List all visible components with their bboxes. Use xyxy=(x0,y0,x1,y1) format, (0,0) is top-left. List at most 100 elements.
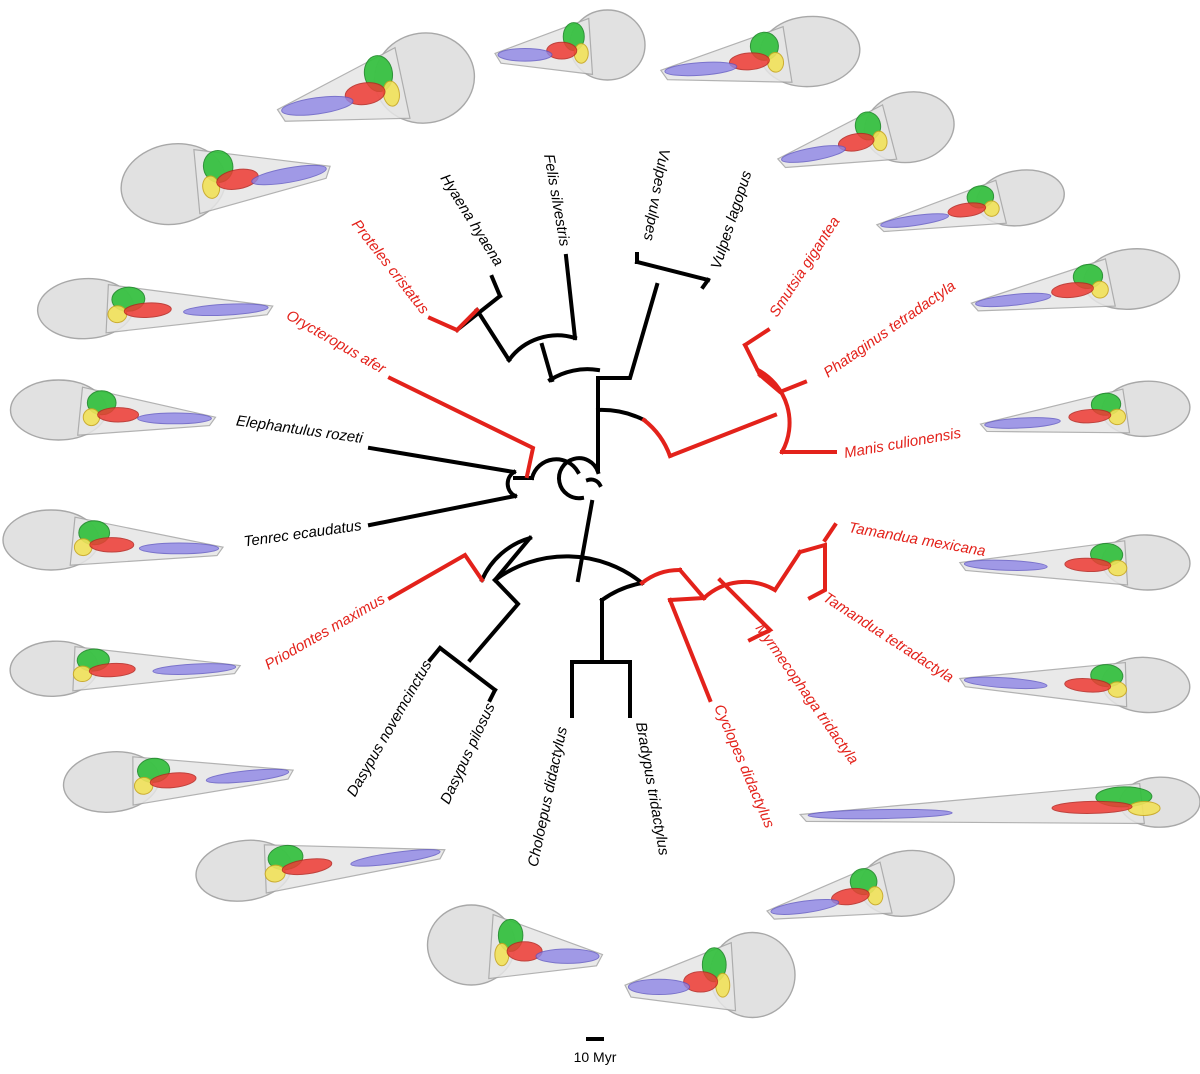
turbinal-red xyxy=(947,202,987,218)
tip-label-cyclopes: Cyclopes didactylus xyxy=(710,702,778,831)
skull-ttetradactyla xyxy=(958,656,1191,714)
tip-label-proteles: Proteles cristatus xyxy=(348,216,433,318)
branch-phataginus-clade xyxy=(742,342,763,378)
branch-carn-1 xyxy=(539,342,555,383)
branch-pholidota-arc xyxy=(641,417,673,459)
branch-hyaena xyxy=(489,274,503,299)
turbinal-purple xyxy=(497,48,553,62)
turbinal-yellow xyxy=(1108,408,1127,426)
tip-label-dpilosus: Dasypus pilosus xyxy=(437,700,499,807)
turbinal-red xyxy=(506,941,543,962)
tip-label-tmexicana: Tamandua mexicana xyxy=(847,519,987,560)
turbinal-red xyxy=(97,407,140,423)
skull-priodontes xyxy=(9,640,242,697)
turbinal-yellow xyxy=(82,408,101,427)
turbinal-red xyxy=(281,858,333,876)
tip-label-choloepus: Choloepus didactylus xyxy=(525,725,571,868)
turbinal-yellow xyxy=(1107,559,1128,577)
turbinal-yellow xyxy=(494,942,510,967)
tip-label-phataginus: Phataginus tetradactyla xyxy=(821,277,959,381)
branch-tmexicana xyxy=(822,522,838,543)
turbinal-red xyxy=(1051,282,1094,299)
turbinal-purple xyxy=(963,676,1048,690)
turbinal-purple xyxy=(205,768,290,784)
scale-bar-label: 10 Myr xyxy=(574,1049,617,1065)
turbinal-purple xyxy=(963,559,1048,571)
tip-label-manis: Manis culionensis xyxy=(843,425,963,462)
tip-label-vvulpes: Vulpes vulpes xyxy=(640,147,673,242)
turbinal-red xyxy=(344,82,386,106)
root-arc-inner xyxy=(585,477,603,488)
phylogenetic-tree xyxy=(367,252,838,718)
turbinal-red xyxy=(216,168,259,190)
tip-label-vlagopus: Vulpes lagopus xyxy=(708,168,756,271)
skull-bradypus xyxy=(624,931,796,1019)
branch-tamandua-clade xyxy=(772,549,803,593)
branch-proteles xyxy=(427,315,460,333)
turbinal-purple xyxy=(770,898,840,915)
turbinal-purple xyxy=(664,61,738,77)
branch-orycteropus xyxy=(387,375,536,479)
turbinal-purple xyxy=(350,849,441,867)
tip-label-elephantulus: Elephantulus rozeti xyxy=(235,412,364,447)
branch-priodontes xyxy=(387,552,485,601)
skull-dpilosus xyxy=(195,839,446,902)
skull-manis xyxy=(979,380,1191,438)
turbinal-yellow xyxy=(107,305,128,324)
turbinal-red xyxy=(1064,678,1112,693)
branch-felis xyxy=(563,253,578,341)
skull-elephantulus xyxy=(9,379,217,441)
tip-label-myrmecophaga: Myrmecophaga tridactyla xyxy=(752,621,862,768)
turbinal-purple xyxy=(627,978,691,996)
skull-dnovemcinctus xyxy=(62,751,295,813)
turbinal-purple xyxy=(137,412,212,425)
branch-vermilingua-arc xyxy=(639,567,683,586)
turbinal-yellow xyxy=(715,972,731,998)
branch-xenarthra-arc xyxy=(492,554,645,586)
tip-label-hyaena: Hyaena hyaena xyxy=(437,171,507,269)
turbinal-yellow xyxy=(72,665,93,683)
skull-hyaena xyxy=(276,32,476,124)
branch-cingulata xyxy=(492,535,533,583)
skull-orycteropus xyxy=(36,277,274,340)
branch-dasypus xyxy=(467,577,521,663)
turbinal-yellow xyxy=(73,538,93,557)
turbinal-red xyxy=(88,662,136,678)
skull-proteles xyxy=(120,142,331,226)
turbinal-red xyxy=(123,302,172,318)
skull-vvulpes xyxy=(659,15,861,88)
skull-cyclopes xyxy=(766,849,955,920)
scale-bar: 10 Myr xyxy=(574,1037,617,1065)
turbinal-purple xyxy=(183,303,269,317)
branch-hyaenid-stem xyxy=(474,307,512,363)
tip-label-dnovemcinctus: Dasypus novemcinctus xyxy=(344,657,436,800)
tip-label-priodontes: Priodontes maximus xyxy=(262,590,389,673)
tip-label-smutsia: Smutsia gigantea xyxy=(766,214,843,320)
branch-xenarthra-stem xyxy=(575,499,595,583)
branch-vlagopus xyxy=(700,277,711,290)
branch-cingulata-arc xyxy=(479,535,533,583)
branch-dpilosus xyxy=(487,687,498,703)
branch-tenrec xyxy=(367,493,518,528)
branch-smutsia xyxy=(742,327,771,348)
branch-cyclopes-stem xyxy=(667,595,707,603)
skull-smutsia xyxy=(875,169,1065,233)
branch-myrmecophaga xyxy=(717,577,774,643)
skull-myrmecophaga xyxy=(798,776,1200,828)
branch-proteles-stem xyxy=(454,307,480,333)
turbinal-red xyxy=(1068,408,1112,424)
turbinal-red xyxy=(89,537,135,553)
branch-dnovem xyxy=(427,645,443,663)
branch-cyclopes xyxy=(667,597,713,703)
branch-canid-split xyxy=(634,259,711,283)
branch-dasypus-split xyxy=(437,645,498,693)
branch-myrmecophagidae-arc xyxy=(701,579,778,601)
tip-label-bradypus: Bradypus tridactylus xyxy=(632,721,672,857)
tip-label-ttetradactyla: Tamandua tetradactyla xyxy=(820,589,957,686)
skull-phataginus xyxy=(970,248,1181,312)
branch-pilosa-arc xyxy=(599,580,645,603)
turbinal-yellow xyxy=(1127,800,1161,816)
branch-canid-stem xyxy=(596,282,660,380)
turbinal-purple xyxy=(807,808,953,820)
